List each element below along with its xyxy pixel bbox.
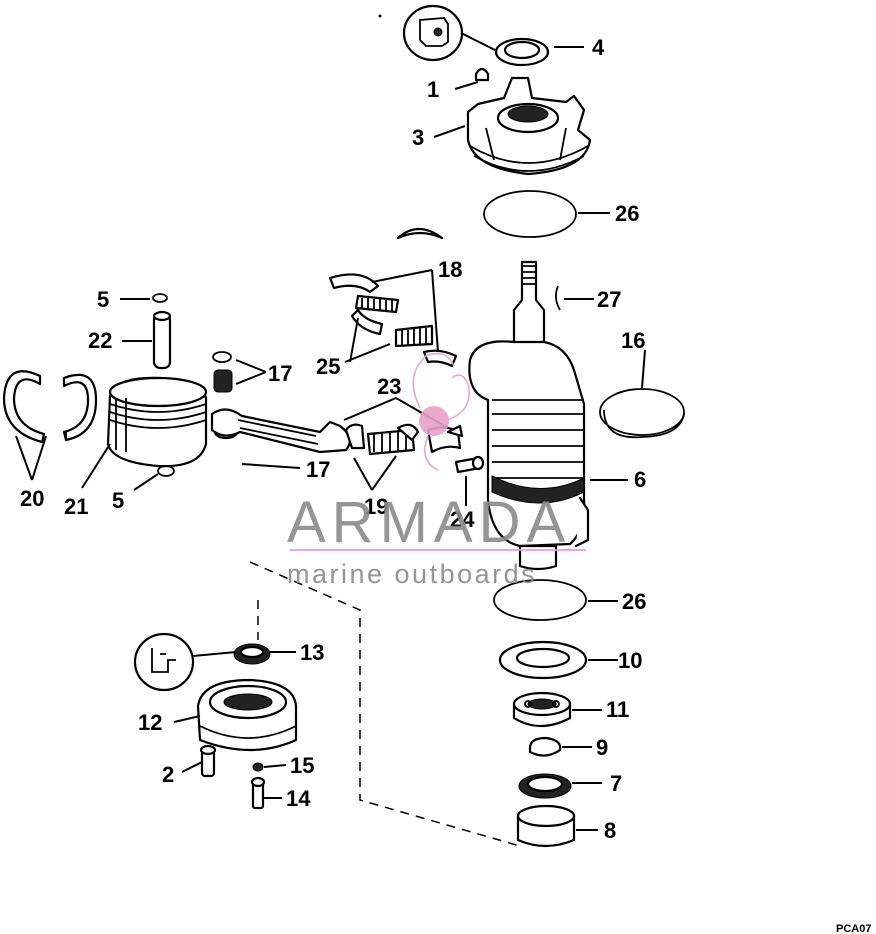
part-27-key [555,285,561,311]
callout-6: 6 [634,467,646,492]
callout-26-lower: 26 [622,589,646,614]
armada-logo-icon [412,352,470,471]
callout-8: 8 [604,818,616,843]
callout-2: 2 [162,762,174,787]
callout-5-upper: 5 [97,287,109,312]
part-15-washer [252,762,264,772]
callout-25: 25 [316,354,340,379]
part-9-snap-ring [528,736,562,757]
watermark-brand: ARMADA [287,490,571,555]
callout-15: 15 [290,753,314,778]
callout-20: 20 [20,486,44,511]
part-14-screw [250,776,266,810]
part-5-clip-lower [157,465,175,477]
callout-5-lower: 5 [112,488,124,513]
part-1-plug [474,67,490,82]
part-11-ball-bearing [512,691,572,728]
part-12-lower-housing [196,678,298,752]
callout-21: 21 [64,494,88,519]
seal-symbol-icon-lower [133,632,237,692]
callout-14: 14 [286,786,311,811]
part-8-sleeve [516,804,576,848]
callout-26-upper: 26 [615,201,639,226]
callout-17-upper: 17 [268,361,292,386]
connecting-rod [210,408,351,454]
callout-18: 18 [438,257,462,282]
part-6-crankshaft [468,260,590,571]
part-26-o-ring-upper [483,190,577,238]
part-16-ring [599,388,685,436]
figure-code: PCA07 [836,923,871,934]
callout-17-lower: 17 [306,457,330,482]
callout-9: 9 [596,735,608,760]
watermark-tagline: marine outboards [287,559,537,589]
part-2-screw [199,744,217,778]
callout-16: 16 [621,328,645,353]
part-18-retainer-ring [396,227,444,240]
callout-24: 24 [450,507,475,532]
callout-12: 12 [138,710,162,735]
part-4-seal [494,37,550,67]
part-7-oil-seal [518,773,572,799]
part-13-seal [233,643,271,665]
part-21-piston [106,376,208,468]
callout-7: 7 [610,771,622,796]
part-16-ring-shadow [603,409,685,439]
part-19-rod-bearing [344,423,420,456]
callout-13: 13 [300,640,324,665]
part-24-rod-bolt [454,455,485,474]
callout-1: 1 [427,77,439,102]
part-5-clip-upper [152,293,168,303]
part-10-thrust-washer [498,640,588,680]
part-26-o-ring-lower [493,579,587,621]
callout-3: 3 [412,125,424,150]
callout-11: 11 [606,697,629,722]
callout-10: 10 [618,648,642,673]
speck-mark [378,14,382,18]
alignment-dashed-line [249,561,521,847]
part-3-upper-housing [466,76,592,176]
callout-27: 27 [597,287,621,312]
callout-22: 22 [88,328,112,353]
part-20-piston-rings [2,370,98,444]
callout-4: 4 [592,35,605,60]
callout-23: 23 [377,374,401,399]
watermark: ARMADA marine outboards [287,352,586,589]
part-18-bearing-halves [328,273,458,368]
seal-symbol-icon [402,4,498,62]
part-22-piston-pin [152,310,172,370]
leader-lines [15,46,646,831]
callout-19: 19 [364,494,388,519]
